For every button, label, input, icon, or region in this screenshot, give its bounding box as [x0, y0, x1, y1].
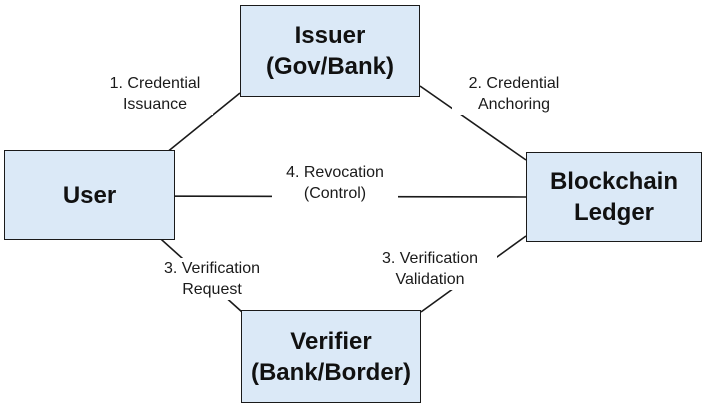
issuer-node: Issuer (Gov/Bank) — [240, 5, 420, 97]
blockchain-subtitle: Ledger — [573, 199, 654, 226]
edge-label-verification-validation-line2: Validation — [395, 271, 465, 288]
edge-label-verification-validation-line1: 3. Verification — [381, 250, 479, 267]
edge-label-verification-validation: 3. Verification Validation — [363, 248, 497, 290]
edge-label-issuance: 1. Credential Issuance — [97, 73, 213, 115]
verifier-subtitle: (Bank/Border) — [250, 358, 412, 386]
user-title: User — [62, 181, 117, 209]
edge-line-anchoring — [419, 85, 527, 161]
edge-label-verification-request-line2: Request — [182, 281, 242, 298]
edge-label-revocation: 4. Revocation (Control) — [272, 162, 398, 204]
issuer-title: Issuer — [294, 22, 366, 49]
edge-label-revocation-line1: 4. Revocation — [286, 164, 384, 181]
edge-label-issuance-line1: 1. Credential — [109, 75, 201, 92]
issuer-subtitle: (Gov/Bank) — [265, 53, 394, 80]
edge-label-verification-request-line1: 3. Verification — [163, 260, 261, 277]
blockchain-ledger-node: Blockchain Ledger — [526, 152, 702, 242]
edge-label-verification-request: 3. Verification Request — [140, 258, 284, 300]
edge-label-anchoring: 2. Credential Anchoring — [452, 73, 576, 115]
edge-label-anchoring-line1: 2. Credential — [468, 75, 560, 92]
verifier-node: Verifier (Bank/Border) — [241, 310, 421, 403]
edge-label-anchoring-line2: Anchoring — [477, 96, 551, 113]
edge-label-issuance-line2: Issuance — [122, 96, 188, 113]
user-node: User — [4, 150, 175, 240]
verifier-title: Verifier — [290, 327, 372, 355]
edge-label-revocation-line2: (Control) — [303, 185, 367, 202]
blockchain-title: Blockchain — [549, 168, 679, 195]
